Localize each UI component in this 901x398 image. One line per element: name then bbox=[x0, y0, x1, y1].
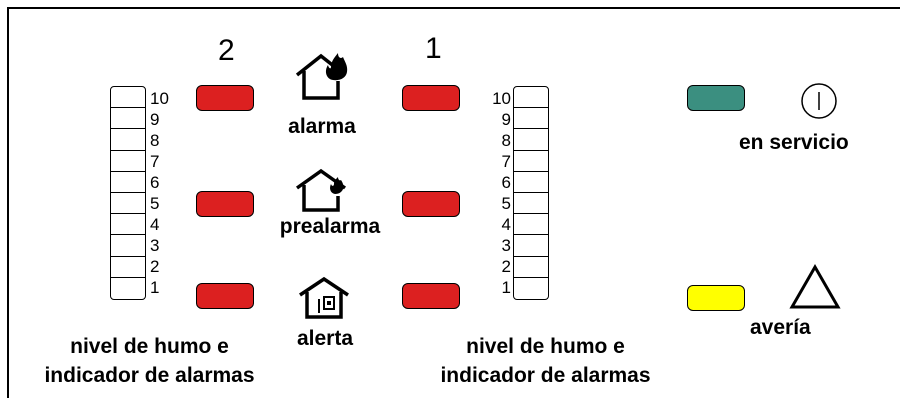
zone-1-level-bar bbox=[513, 86, 549, 300]
zone-1-number: 1 bbox=[425, 32, 442, 65]
level-number-2: 2 bbox=[501, 257, 511, 276]
zone-1-alert-led bbox=[402, 283, 460, 309]
left-caption-line1: nivel de humo e bbox=[70, 335, 229, 358]
level-segment bbox=[111, 108, 145, 130]
right-caption-line2: indicador de alarmas bbox=[440, 364, 651, 387]
level-number-2: 2 bbox=[150, 257, 160, 276]
zone-2-alert-led bbox=[196, 283, 254, 309]
level-segment bbox=[111, 257, 145, 278]
zone-1-level-scale: 10 9 8 7 6 5 4 3 2 1 bbox=[485, 86, 511, 300]
level-segment bbox=[111, 278, 145, 299]
level-segment bbox=[111, 87, 145, 109]
level-segment bbox=[111, 151, 145, 172]
fault-led bbox=[687, 285, 745, 311]
left-caption-line2: indicador de alarmas bbox=[44, 364, 255, 387]
level-segment bbox=[111, 129, 145, 151]
zone-2-level-scale: 10 9 8 7 6 5 4 3 2 1 bbox=[150, 86, 176, 300]
level-number-9: 9 bbox=[150, 110, 160, 129]
left-level-caption: nivel de humo e indicador de alarmas bbox=[12, 332, 287, 390]
level-number-10: 10 bbox=[150, 89, 169, 108]
level-number-3: 3 bbox=[150, 236, 160, 255]
zone-2-prealarm-led bbox=[196, 191, 254, 217]
level-number-1: 1 bbox=[150, 278, 160, 297]
service-label: en servicio bbox=[739, 131, 849, 154]
level-number-7: 7 bbox=[501, 152, 511, 171]
zone-1-alarm-led bbox=[402, 85, 460, 111]
level-segment bbox=[111, 193, 145, 215]
level-number-8: 8 bbox=[150, 131, 160, 150]
level-number-8: 8 bbox=[501, 131, 511, 150]
level-segment bbox=[514, 257, 548, 278]
level-segment bbox=[514, 87, 548, 109]
zone-2-alarm-led bbox=[196, 85, 254, 111]
fault-label: avería bbox=[750, 316, 811, 339]
power-icon bbox=[801, 83, 837, 119]
level-segment bbox=[514, 278, 548, 299]
level-segment bbox=[514, 151, 548, 172]
level-segment bbox=[111, 214, 145, 236]
level-number-10: 10 bbox=[492, 89, 511, 108]
house-fire-icon bbox=[295, 53, 348, 100]
level-segment bbox=[514, 193, 548, 215]
level-number-6: 6 bbox=[501, 173, 511, 192]
service-led bbox=[687, 85, 745, 111]
house-detector-icon bbox=[299, 276, 349, 319]
level-segment bbox=[514, 235, 548, 257]
zone-1-prealarm-led bbox=[402, 191, 460, 217]
level-number-4: 4 bbox=[501, 215, 511, 234]
level-number-9: 9 bbox=[501, 110, 511, 129]
level-number-5: 5 bbox=[150, 194, 160, 213]
level-number-4: 4 bbox=[150, 215, 160, 234]
level-number-7: 7 bbox=[150, 152, 160, 171]
level-segment bbox=[111, 172, 145, 193]
alert-label: alerta bbox=[296, 327, 354, 350]
house-small-fire-icon bbox=[295, 168, 347, 212]
zone-2-number: 2 bbox=[218, 34, 235, 67]
right-caption-line1: nivel de humo e bbox=[466, 335, 625, 358]
level-segment bbox=[514, 129, 548, 151]
level-segment bbox=[111, 235, 145, 257]
level-number-1: 1 bbox=[501, 278, 511, 297]
zone-2-level-bar bbox=[110, 86, 146, 300]
level-segment bbox=[514, 214, 548, 236]
smoke-detector-panel: 2 1 10 9 8 7 6 5 4 3 2 1 10 9 8 7 6 5 4 … bbox=[7, 7, 900, 398]
level-number-5: 5 bbox=[501, 194, 511, 213]
warning-triangle-icon bbox=[789, 263, 841, 309]
right-level-caption: nivel de humo e indicador de alarmas bbox=[408, 332, 683, 390]
level-number-3: 3 bbox=[501, 236, 511, 255]
level-segment bbox=[514, 172, 548, 193]
prealarm-label: prealarma bbox=[279, 215, 381, 238]
level-number-6: 6 bbox=[150, 173, 160, 192]
alarm-label: alarma bbox=[288, 115, 356, 138]
level-segment bbox=[514, 108, 548, 130]
